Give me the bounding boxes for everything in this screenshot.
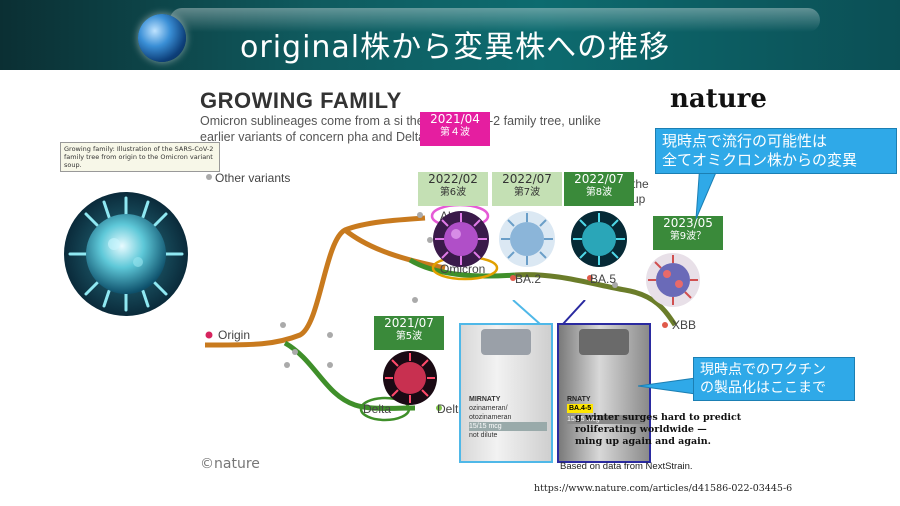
vial-original: MIRNATY ozinameran/ otozinameran 15/15 m… bbox=[459, 323, 553, 463]
label-other-variants: Other variants bbox=[215, 171, 291, 185]
article-subtitle: Omicron sublineages come from a si the S… bbox=[200, 114, 601, 144]
label-the-partial: the bbox=[632, 177, 649, 191]
label-origin: Origin bbox=[218, 328, 251, 342]
vial-label-text: RNATY BA.4-5 15/15 mcg bbox=[567, 395, 645, 424]
wave9-box: 2023/05 第9波？ bbox=[653, 216, 723, 250]
wave7-box: 2022/07 第7波 bbox=[492, 172, 562, 206]
label-up-partial: up bbox=[632, 192, 646, 206]
family-tree-diagram bbox=[204, 174, 678, 422]
callout-vaccine: 現時点でのワクチン の製品化はここまで bbox=[693, 357, 855, 401]
vial-connectors bbox=[512, 300, 586, 325]
wave8-box: 2022/07 第8波 bbox=[564, 172, 634, 206]
virus-light-blue-icon bbox=[499, 211, 555, 267]
globe-icon bbox=[138, 14, 186, 62]
virus-purple-icon bbox=[433, 211, 489, 267]
data-source-note: Based on data from NextStrain. bbox=[560, 461, 693, 472]
virus-red-icon bbox=[646, 253, 700, 307]
nature-credit: ©nature bbox=[200, 456, 260, 472]
article-caption: g winter surges hard to predict rolifera… bbox=[575, 412, 742, 447]
label-ba5: BA.5 bbox=[590, 272, 617, 286]
label-xbb: XBB bbox=[672, 318, 697, 332]
label-ba2: BA.2 bbox=[515, 272, 542, 286]
wave6-box: 2022/02 第6波 bbox=[418, 172, 488, 206]
label-delta: Delta bbox=[363, 402, 392, 416]
virus-cyan-icon bbox=[571, 211, 627, 267]
vial-cap bbox=[579, 329, 629, 355]
wave4-box: 2021/04 第４波 bbox=[420, 112, 490, 146]
slide-title: original株から変異株への推移 bbox=[240, 30, 671, 65]
coronavirus-illustration-icon bbox=[64, 192, 188, 316]
wave5-box: 2021/07 第5波 bbox=[374, 316, 444, 350]
figure-tooltip: Growing family: Illustration of the SARS… bbox=[60, 142, 220, 172]
vaccine-callout-pointer bbox=[638, 377, 697, 395]
label-omicron: Omicron bbox=[440, 262, 486, 276]
virus-delta-icon bbox=[383, 351, 437, 405]
source-url[interactable]: https://www.nature.com/articles/d41586-0… bbox=[534, 483, 793, 494]
callout-current-trend: 現時点で流行の可能性は 全てオミクロン株からの変異 bbox=[655, 128, 897, 174]
title-banner: original株から変異株への推移 bbox=[0, 0, 900, 70]
callout-pointer bbox=[695, 163, 721, 220]
vial-label-text: MIRNATY ozinameran/ otozinameran 15/15 m… bbox=[469, 395, 547, 440]
nature-logo: nature bbox=[670, 84, 767, 114]
vial-cap bbox=[481, 329, 531, 355]
banner-shine bbox=[170, 8, 820, 32]
label-delta-2: Delta bbox=[437, 402, 466, 416]
article-heading: GROWING FAMILY bbox=[200, 88, 402, 113]
vial-bivalent: RNATY BA.4-5 15/15 mcg bbox=[557, 323, 651, 463]
